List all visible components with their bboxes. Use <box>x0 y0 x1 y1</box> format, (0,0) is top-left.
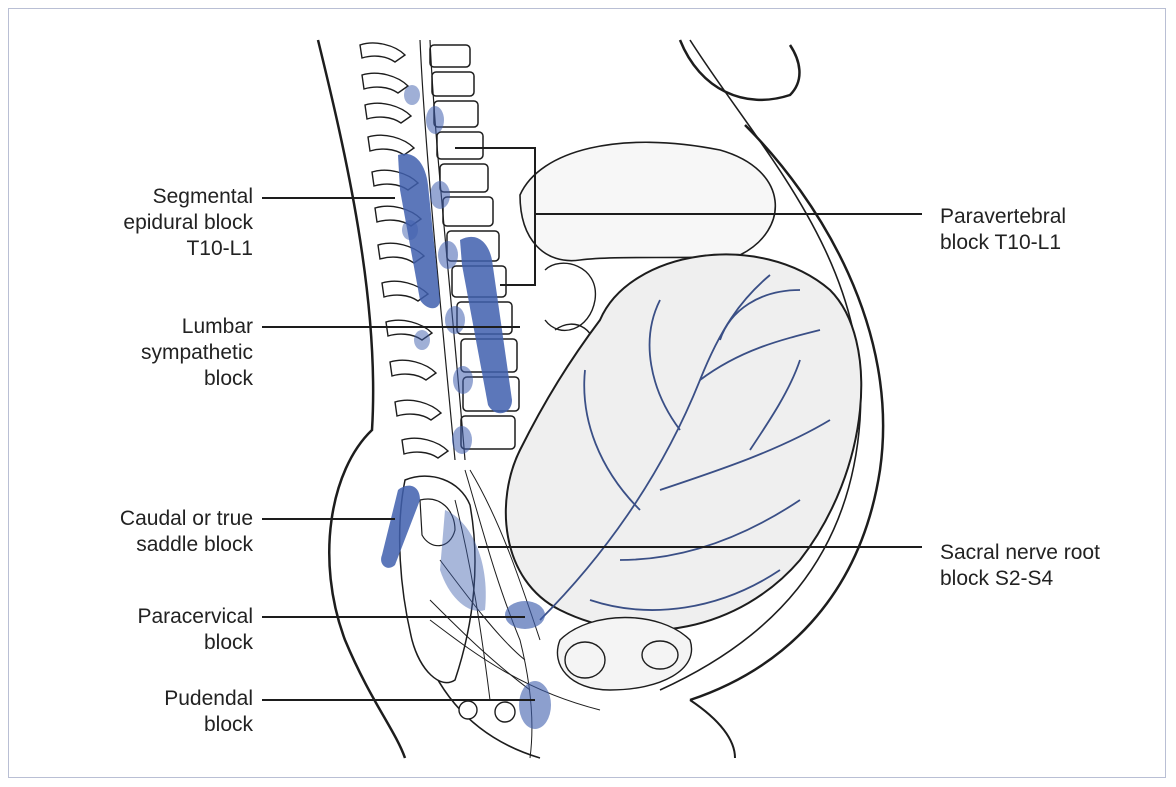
label-segmental-epidural: Segmental epidural block T10-L1 <box>60 184 253 262</box>
intestines <box>520 142 775 260</box>
paracervical-region <box>505 601 545 629</box>
pudendal-region <box>519 681 551 729</box>
thigh-outline <box>690 700 735 758</box>
label-paracervical: Paracervical block <box>60 604 253 656</box>
label-pudendal: Pudendal block <box>60 686 253 738</box>
bladder <box>557 618 691 691</box>
label-paravertebral: Paravertebral block T10-L1 <box>940 204 1160 256</box>
label-sacral-nerve-root: Sacral nerve root block S2-S4 <box>940 540 1160 592</box>
label-lumbar-sympathetic: Lumbar sympathetic block <box>60 314 253 392</box>
label-caudal-saddle: Caudal or true saddle block <box>40 506 253 558</box>
